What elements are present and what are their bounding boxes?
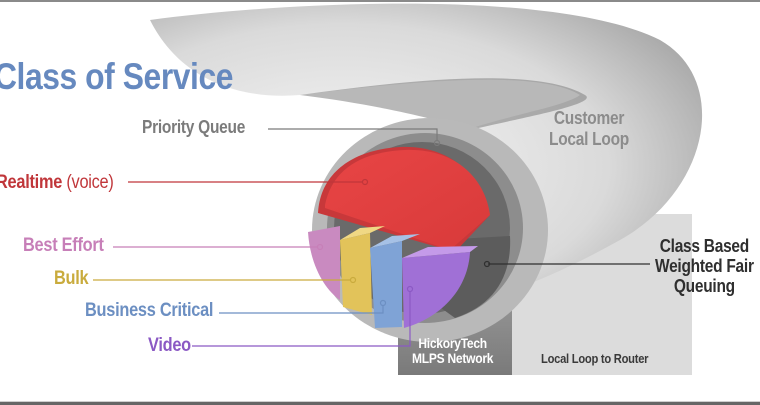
customer-local-loop-label: Customer Local Loop <box>549 108 629 150</box>
network-label-line2: MLPS Network <box>412 350 494 366</box>
network-label: HickoryTech MLPS Network <box>412 336 493 366</box>
bulk-segment-top <box>340 226 385 240</box>
bottom-border <box>0 401 760 405</box>
customer-label-line1: Customer <box>553 108 625 128</box>
business-critical-label: Business Critical <box>85 300 214 321</box>
top-border <box>0 0 760 2</box>
business-critical-segment-top <box>370 234 420 248</box>
leader-lines <box>93 128 650 347</box>
cbwfq-label: Class Based Weighted Fair Queuing <box>655 236 754 296</box>
video-leader <box>192 291 411 347</box>
video-segment-top <box>402 246 478 258</box>
cbwfq-label-line1: Class Based <box>659 236 749 256</box>
customer-label-line2: Local Loop <box>549 129 629 149</box>
priority-queue-leader <box>268 128 438 141</box>
video-segment <box>402 252 470 328</box>
cbwfq-label-line2: Weighted Fair <box>655 256 754 276</box>
page-title: Class of Service <box>0 56 233 97</box>
bulk-label: Bulk <box>54 268 89 289</box>
priority-queue-label: Priority Queue <box>142 117 246 137</box>
cable-tube-shadow <box>300 78 587 130</box>
realtime-label: Realtime (voice) <box>0 172 114 194</box>
realtime-label-suffix: (voice) <box>66 172 114 193</box>
business-critical-leader <box>219 305 384 314</box>
business-critical-segment <box>370 241 402 328</box>
local-loop-router-label: Local Loop to Router <box>541 351 649 366</box>
realtime-segment <box>325 149 490 250</box>
video-label: Video <box>148 335 191 356</box>
best-effort-segment <box>308 226 340 300</box>
cbwfq-label-line3: Queuing <box>673 276 735 296</box>
best-effort-label: Best Effort <box>23 235 104 256</box>
bulk-segment <box>340 233 372 315</box>
realtime-label-text: Realtime <box>0 172 63 193</box>
network-label-line1: HickoryTech <box>418 335 487 351</box>
